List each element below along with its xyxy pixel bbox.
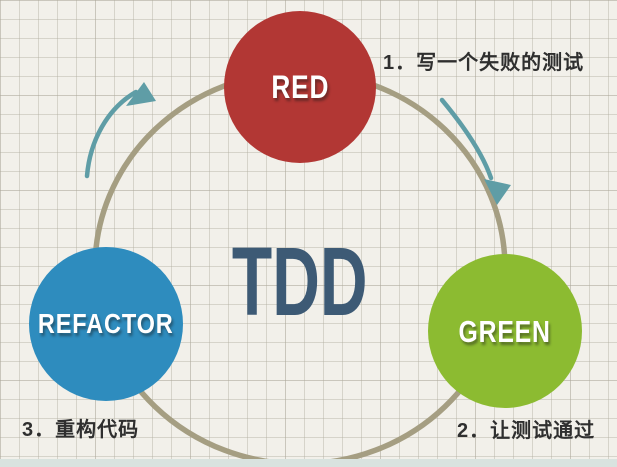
node-green: GREEN bbox=[428, 254, 582, 408]
annotation-step-1: 1．写一个失败的测试 bbox=[383, 52, 585, 74]
node-green-label: GREEN bbox=[458, 313, 552, 349]
arrow-red-to-green bbox=[439, 97, 494, 181]
arrowhead-refactor-to-red bbox=[126, 82, 156, 106]
annotation-step-2: 2．让测试通过 bbox=[457, 420, 596, 442]
footer-strip bbox=[0, 459, 617, 467]
node-red: RED bbox=[224, 11, 376, 163]
node-refactor: REFACTOR bbox=[29, 247, 183, 401]
node-red-label: RED bbox=[271, 69, 329, 105]
center-title-text: TDD bbox=[232, 227, 368, 336]
arrow-refactor-to-red bbox=[84, 89, 139, 179]
annotation-step-3: 3．重构代码 bbox=[22, 419, 140, 441]
center-title: TDD bbox=[214, 227, 386, 336]
arrowhead-red-to-green bbox=[484, 179, 511, 205]
node-refactor-label: REFACTOR bbox=[38, 308, 174, 339]
